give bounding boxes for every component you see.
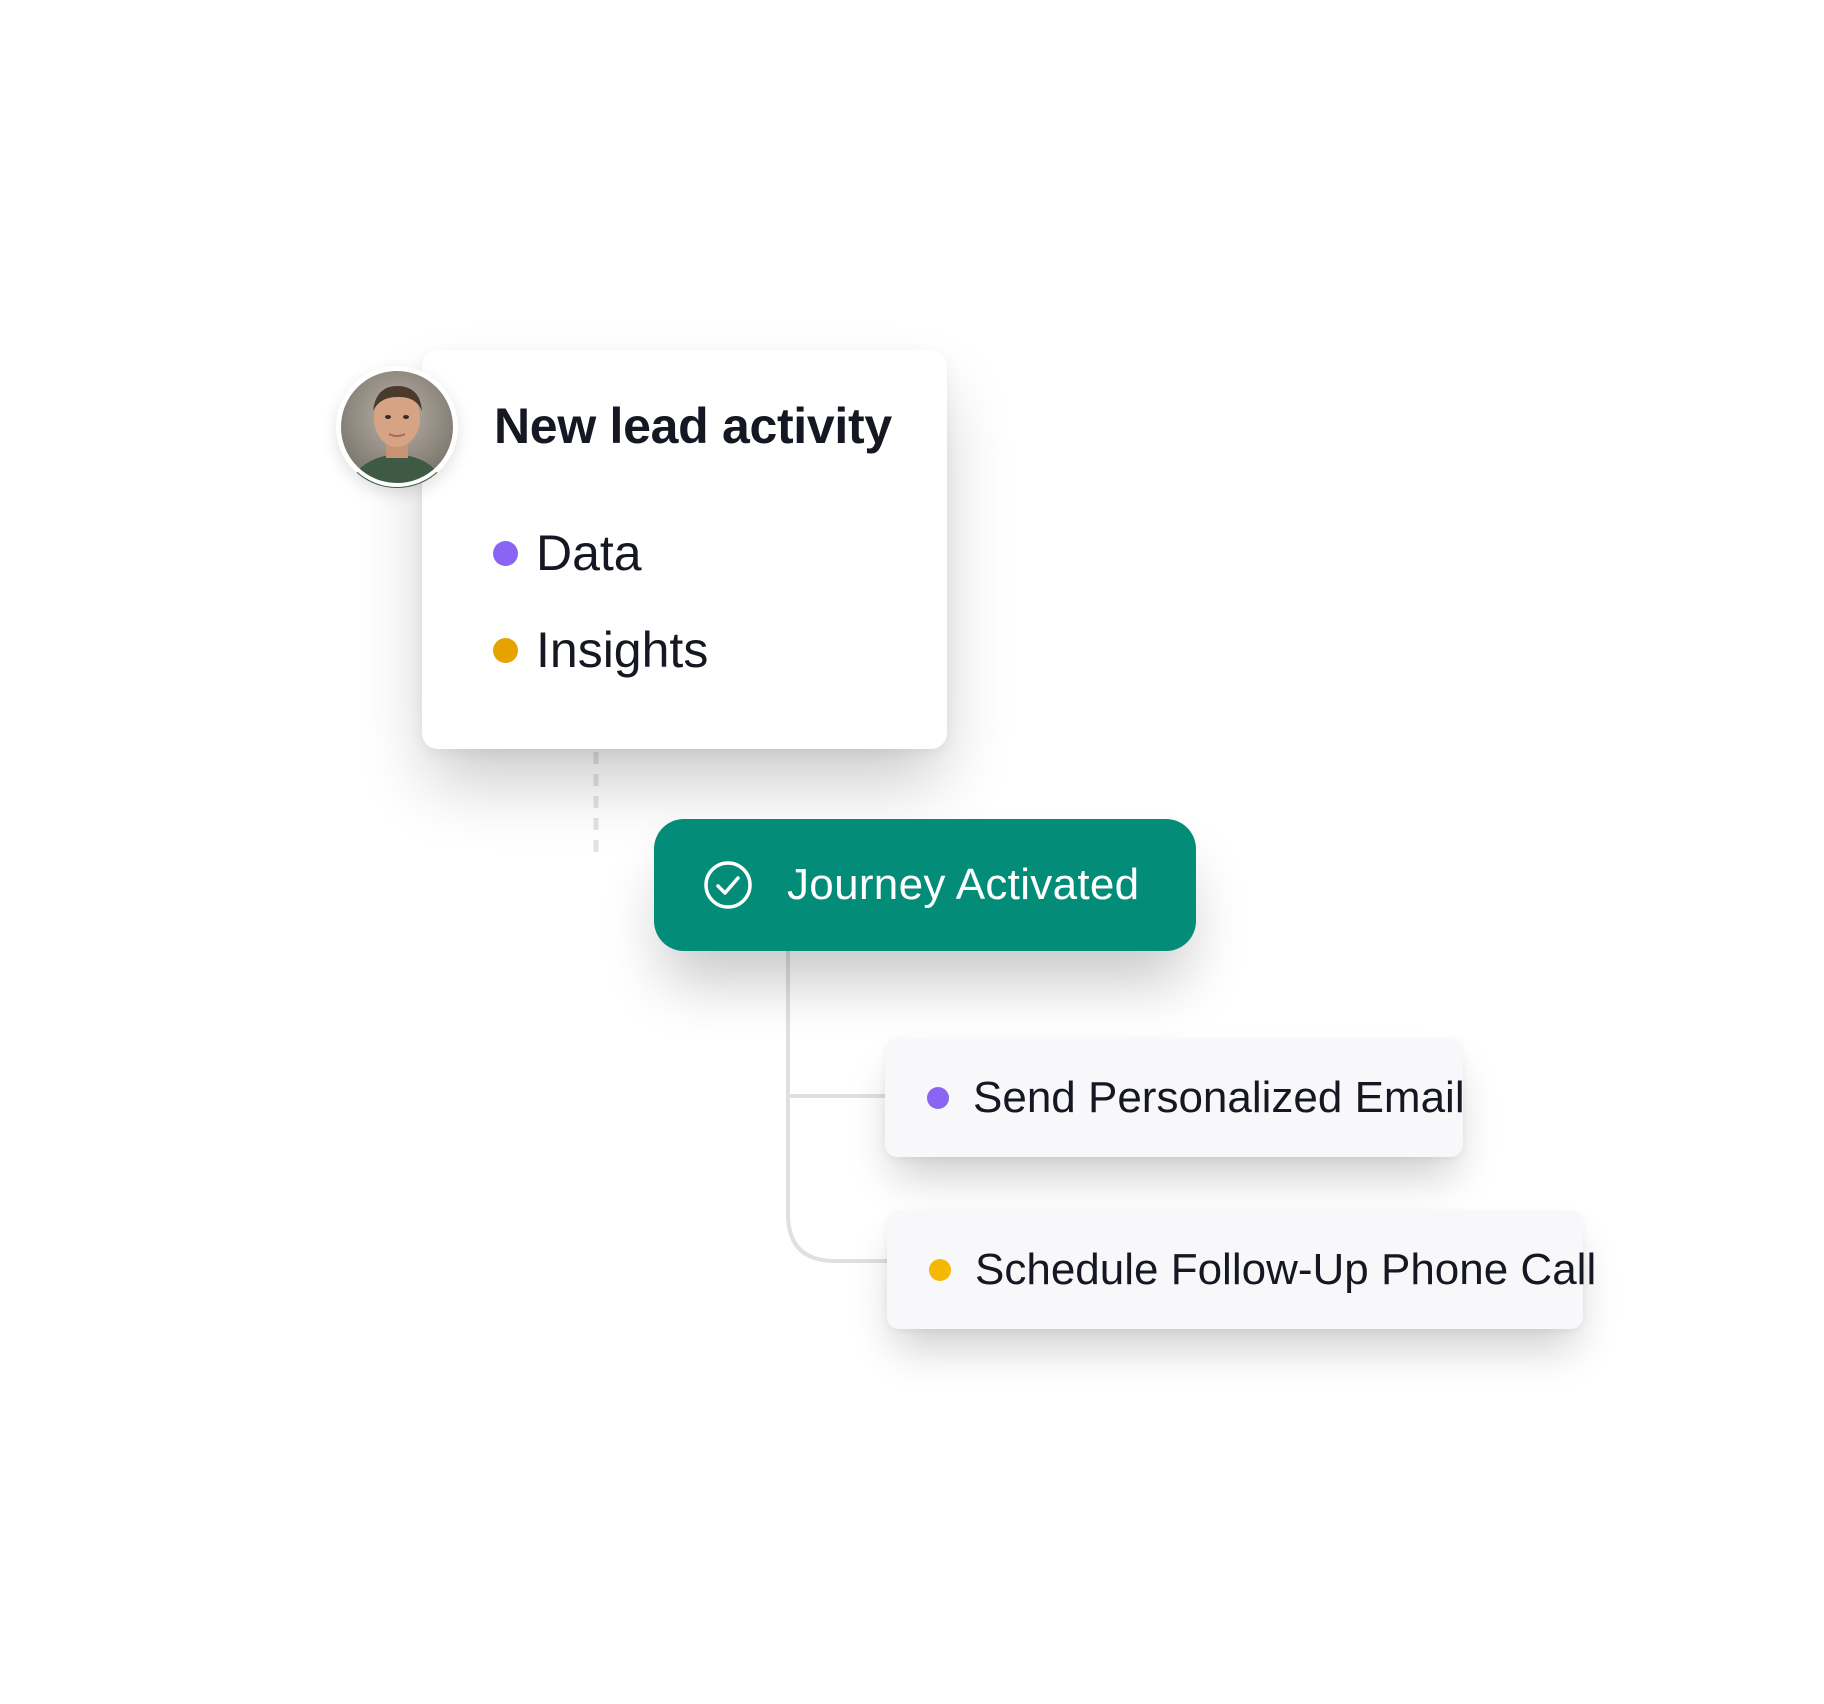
check-circle-icon — [704, 861, 752, 909]
action-send-email[interactable]: Send Personalized Email — [885, 1039, 1465, 1157]
tag-label: Data — [536, 525, 642, 581]
branch-connector — [786, 951, 887, 1263]
tag-insights: Insights — [493, 621, 708, 679]
journey-label: Journey Activated — [787, 860, 1140, 909]
insights-dot-icon — [493, 637, 518, 663]
lead-card-title: New lead activity — [494, 398, 892, 454]
avatar — [336, 366, 458, 488]
tag-label: Insights — [536, 622, 709, 678]
action-schedule-call[interactable]: Schedule Follow-Up Phone Call — [887, 1211, 1596, 1329]
tag-data: Data — [493, 524, 642, 582]
action-label: Send Personalized Email — [973, 1073, 1465, 1122]
data-dot-icon — [493, 540, 518, 566]
email-dot-icon — [927, 1087, 949, 1109]
action-label: Schedule Follow-Up Phone Call — [975, 1245, 1597, 1294]
person-photo-icon — [337, 367, 457, 488]
call-dot-icon — [929, 1259, 951, 1281]
journey-activated-badge[interactable]: Journey Activated — [654, 819, 1196, 951]
